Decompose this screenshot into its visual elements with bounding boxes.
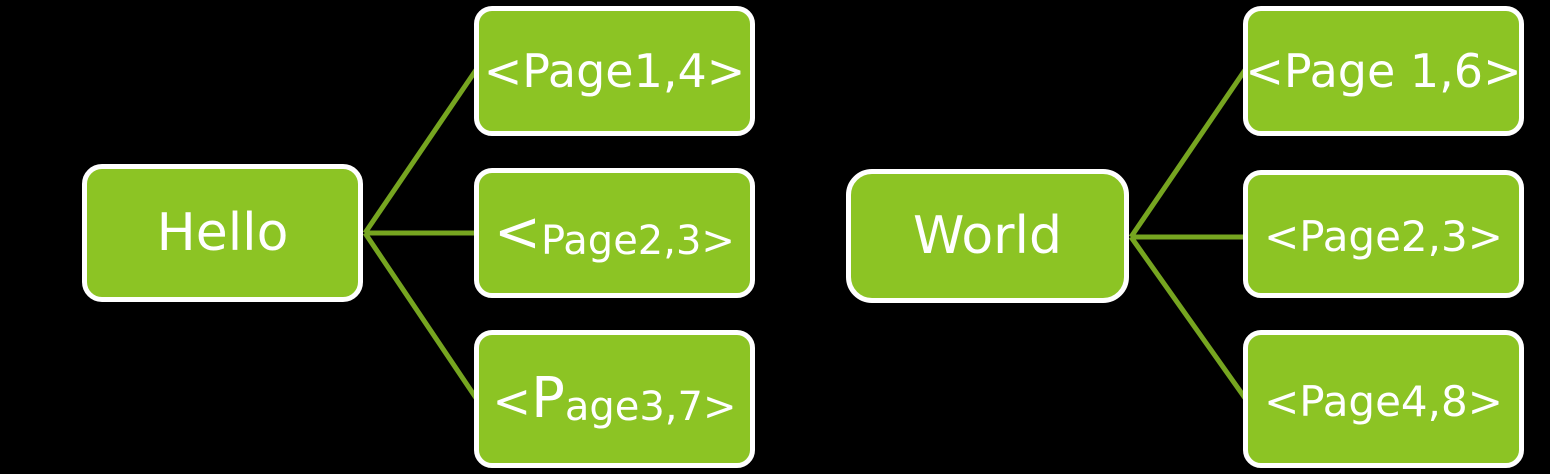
connector-world-to-page3 [1128, 235, 1248, 400]
node-world-page1-glyphs: <Page 1,6> [1245, 44, 1522, 98]
node-hello-page1[interactable]: <Page1,4> [474, 6, 755, 136]
node-world-page1[interactable]: <Page 1,6> [1243, 6, 1524, 136]
node-hello-page1-label: <Page1,4> [484, 48, 746, 94]
node-world-page3-label: <Page4,8> [1264, 378, 1503, 423]
node-world-page2[interactable]: <Page2,3> [1243, 170, 1524, 298]
connector-world-to-page1 [1128, 68, 1248, 239]
node-world-page1-label: <Page 1,6> [1245, 48, 1521, 94]
node-world-page2-label: <Page2,3> [1264, 213, 1503, 258]
connector-hello-to-page3 [362, 231, 479, 400]
node-hello-page2-glyphs: Page2,3> [540, 218, 735, 264]
connector-hello-to-page1 [362, 68, 479, 235]
node-hello-page3[interactable]: <Page3,7> [474, 330, 755, 468]
node-hello-page2-label: <Page2,3> [494, 205, 735, 264]
node-world-page3-glyphs: <Page4,8> [1264, 377, 1503, 426]
node-world-label: World [912, 206, 1063, 266]
node-hello-page2[interactable]: <Page2,3> [474, 168, 755, 298]
node-hello-page3-glyphs: age3,7> [564, 384, 737, 430]
node-hello-page2-glyphs: < [494, 200, 541, 265]
node-hello-page3-glyphs: < [492, 374, 532, 428]
node-world-page2-glyphs: <Page2,3> [1264, 212, 1503, 261]
node-hello-label: Hello [156, 203, 289, 263]
node-hello[interactable]: Hello [82, 164, 363, 302]
node-hello-page3-glyphs: P [531, 366, 565, 431]
node-world-page3[interactable]: <Page4,8> [1243, 330, 1524, 468]
node-hello-page1-glyphs: <Page1,4> [483, 44, 746, 98]
node-hello-page3-label: <Page3,7> [492, 371, 737, 430]
node-world[interactable]: World [846, 169, 1129, 303]
